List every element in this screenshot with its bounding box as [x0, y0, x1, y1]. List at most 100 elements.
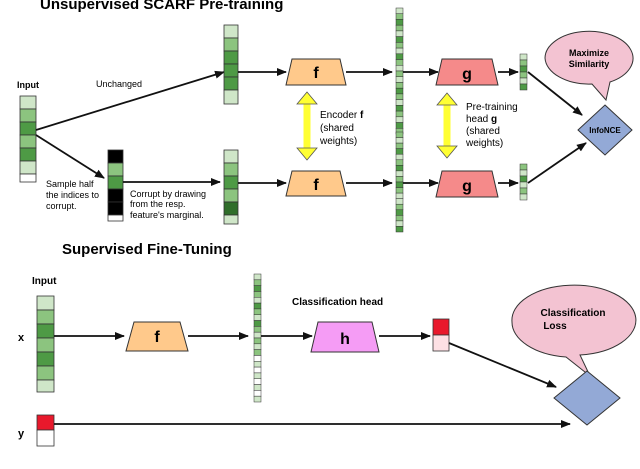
prediction-to-loss-arrow: [448, 342, 557, 388]
unchanged-label: Unchanged: [96, 79, 142, 89]
vector-cell: [519, 53, 528, 61]
finetune-encoder-f: f: [125, 321, 189, 352]
encoder-f-bottom: f: [285, 170, 347, 197]
projection-top: [519, 53, 528, 91]
finetuning-title: Supervised Fine-Tuning: [62, 241, 232, 258]
vector-cell: [395, 131, 404, 138]
vector-cell: [253, 378, 262, 385]
vector-cell: [395, 159, 404, 166]
vector-cell: [253, 395, 262, 403]
vector-cell: [519, 169, 528, 177]
vector-cell: [253, 273, 262, 281]
classification-loss-bubble: Classification Loss: [511, 284, 637, 377]
unchanged-arrow: [35, 70, 225, 131]
vector-cell: [519, 83, 528, 91]
classification-head-h: h: [310, 321, 380, 353]
head-note: Pre-training head g (shared weights): [465, 102, 520, 149]
vector-cell: [395, 70, 404, 77]
vector-cell: [253, 326, 262, 333]
corrupted-vector: [107, 149, 124, 222]
finetune-embedding: [253, 273, 262, 403]
vector-cell: [395, 181, 404, 188]
vector-cell: [395, 142, 404, 149]
vector-cell: [395, 148, 404, 155]
svg-text:h: h: [340, 331, 350, 348]
pretraining-title: Unsupervised SCARF Pre-training: [40, 0, 283, 13]
infonce-loss-node: InfoNCE: [577, 104, 633, 156]
vector-cell: [395, 110, 404, 118]
vector-cell: [519, 77, 528, 85]
vector-cell: [395, 36, 404, 43]
vector-cell: [395, 187, 404, 194]
vector-cell: [253, 390, 262, 397]
vector-cell: [395, 153, 404, 161]
vector-cell: [395, 30, 404, 37]
vector-cell: [395, 122, 404, 129]
vector-cell: [253, 361, 262, 368]
vector-cell: [253, 366, 262, 374]
vector-cell: [395, 82, 404, 89]
finetuning-input-vector: [36, 295, 55, 393]
vector-cell: [519, 181, 528, 189]
vector-cell: [395, 76, 404, 83]
vector-cell: [395, 53, 404, 60]
vector-cell: [519, 71, 528, 79]
finetuning-input-label: Input: [32, 276, 57, 287]
vector-cell: [395, 116, 404, 123]
vector-cell: [253, 302, 262, 310]
pretraining-input-label: Input: [17, 80, 39, 90]
vector-cell: [395, 93, 404, 100]
bottom-to-loss-arrow: [527, 142, 587, 184]
label-vector-y: [36, 414, 55, 447]
vector-cell: [395, 215, 404, 222]
vector-cell: [253, 343, 262, 350]
vector-cell: [519, 175, 528, 183]
embedding-bottom: [395, 131, 404, 233]
corrupted-copy-vector: [223, 149, 239, 225]
svg-text:Similarity: Similarity: [569, 59, 610, 69]
vector-cell: [395, 192, 404, 199]
vector-cell: [395, 170, 404, 177]
classification-head-title: Classification head: [292, 297, 383, 308]
corrupt-note: Corrupt by drawing from the resp. featur…: [130, 189, 209, 220]
vector-cell: [395, 165, 404, 172]
vector-cell: [253, 279, 262, 286]
projection-bottom: [519, 163, 528, 201]
head-shared-arrowhead-up: [436, 92, 458, 106]
vector-cell: [395, 137, 404, 144]
sample-arrow: [35, 134, 105, 179]
svg-text:Classification: Classification: [540, 308, 605, 319]
vector-cell: [395, 220, 404, 227]
vector-cell: [253, 314, 262, 321]
maximize-similarity-bubble: Maximize Similarity: [544, 30, 634, 102]
vector-cell: [395, 105, 404, 112]
x-label: x: [18, 332, 25, 344]
vector-cell: [395, 47, 404, 55]
vector-cell: [395, 19, 404, 26]
vector-cell: [395, 7, 404, 14]
encoder-note: Encoder f (shared weights): [319, 110, 366, 147]
vector-cell: [395, 13, 404, 20]
classification-loss-node: [553, 370, 621, 426]
vector-cell: [519, 65, 528, 73]
vector-cell: [395, 226, 404, 233]
vector-cell: [395, 198, 404, 205]
svg-text:g: g: [462, 66, 472, 83]
encoder-shared-arrowhead-up: [296, 91, 318, 105]
vector-cell: [519, 187, 528, 195]
svg-text:Maximize: Maximize: [569, 48, 609, 58]
head-shared-arrowhead-down: [436, 145, 458, 159]
vector-cell: [395, 87, 404, 95]
vector-cell: [395, 203, 404, 211]
svg-text:f: f: [313, 65, 319, 82]
vector-cell: [519, 193, 528, 201]
vector-cell: [253, 308, 262, 315]
vector-cell: [395, 176, 404, 183]
vector-cell: [253, 291, 262, 298]
svg-text:InfoNCE: InfoNCE: [589, 126, 621, 135]
y-label: y: [18, 428, 25, 440]
vector-cell: [395, 65, 404, 72]
svg-text:f: f: [313, 177, 319, 194]
vector-cell: [253, 349, 262, 356]
head-g-top: g: [435, 58, 499, 86]
